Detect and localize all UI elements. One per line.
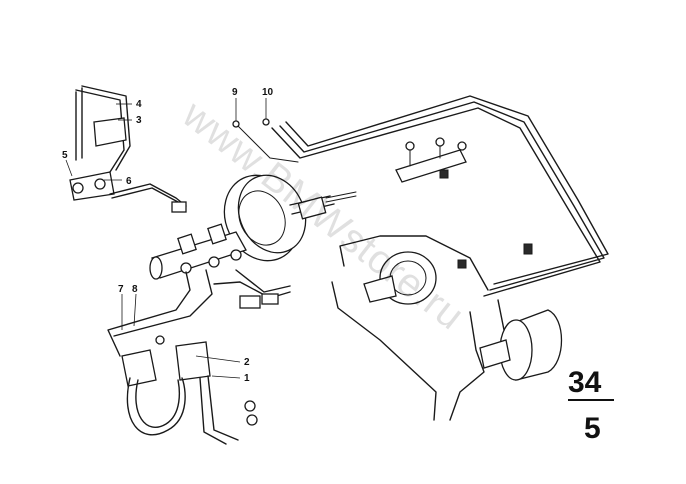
page-reference: 34 5 xyxy=(568,366,614,445)
rear-distributor-block xyxy=(395,137,467,183)
callout-6: 6 xyxy=(104,176,132,187)
front-left-hose-bracket xyxy=(69,85,187,213)
callout-9: 9 xyxy=(232,87,240,128)
callout-2: 2 xyxy=(195,355,250,368)
rear-brake-pipe-bundle xyxy=(235,95,609,297)
callout-label-9: 9 xyxy=(232,87,238,98)
brake-booster xyxy=(223,174,357,262)
callout-label-7: 7 xyxy=(118,284,124,295)
page-group-number: 34 xyxy=(568,366,602,399)
left-rear-brake xyxy=(331,235,533,421)
callout-label-3: 3 xyxy=(136,115,142,126)
callout-8: 8 xyxy=(132,284,138,327)
callout-label-6: 6 xyxy=(126,176,132,187)
callout-label-5: 5 xyxy=(62,150,68,161)
callout-label-10: 10 xyxy=(262,87,274,98)
callout-10: 10 xyxy=(262,87,274,126)
callout-1: 1 xyxy=(211,373,250,384)
callout-label-1: 1 xyxy=(244,373,250,384)
callout-4: 4 xyxy=(116,99,142,110)
callout-label-4: 4 xyxy=(136,99,142,110)
callout-3: 3 xyxy=(118,115,142,126)
right-rear-brake xyxy=(449,299,563,421)
page-sub-number: 5 xyxy=(584,412,601,445)
callout-5: 5 xyxy=(62,150,73,177)
front-right-hose-bracket xyxy=(107,269,291,445)
master-cylinder xyxy=(149,223,247,280)
callout-label-2: 2 xyxy=(244,357,250,368)
callout-7: 7 xyxy=(118,284,124,330)
callout-label-8: 8 xyxy=(132,284,138,295)
watermark-text: www.BMWstore.ru xyxy=(174,92,473,339)
